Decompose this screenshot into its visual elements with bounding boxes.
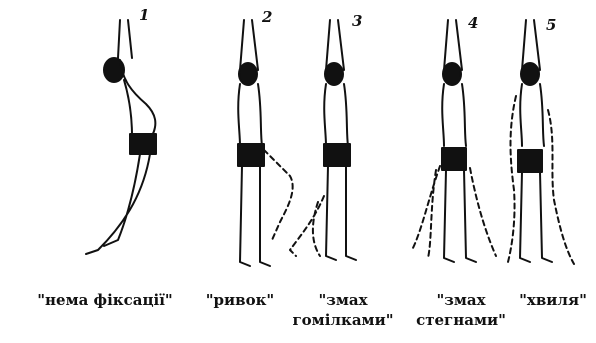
gymnast-figure-2 — [238, 20, 293, 266]
figure-number-4: 4 — [468, 14, 478, 32]
caption-1-line-1: "нема фіксації" — [24, 290, 186, 310]
caption-5-line-1: "хвиля" — [510, 290, 596, 310]
caption-1: "нема фіксації" — [24, 290, 186, 310]
caption-4-line-2: стегнами" — [404, 310, 518, 330]
figure-number-2: 2 — [262, 8, 272, 26]
caption-3-line-1: "змах — [288, 290, 398, 310]
caption-2: "ривок" — [198, 290, 282, 310]
figure-number-3: 3 — [352, 12, 362, 30]
caption-3: "змах гомілками" — [288, 290, 398, 330]
caption-2-line-1: "ривок" — [198, 290, 282, 310]
caption-4: "змах стегнами" — [404, 290, 518, 330]
gymnast-figure-4 — [412, 20, 496, 262]
caption-3-line-2: гомілками" — [288, 310, 398, 330]
caption-5: "хвиля" — [510, 290, 596, 310]
figure-number-1: 1 — [139, 6, 149, 24]
caption-4-line-1: "змах — [404, 290, 518, 310]
gymnast-figure-1 — [86, 20, 156, 254]
gymnast-figure-5 — [508, 20, 574, 264]
gymnast-figure-3 — [290, 20, 356, 260]
figure-number-5: 5 — [546, 16, 556, 34]
